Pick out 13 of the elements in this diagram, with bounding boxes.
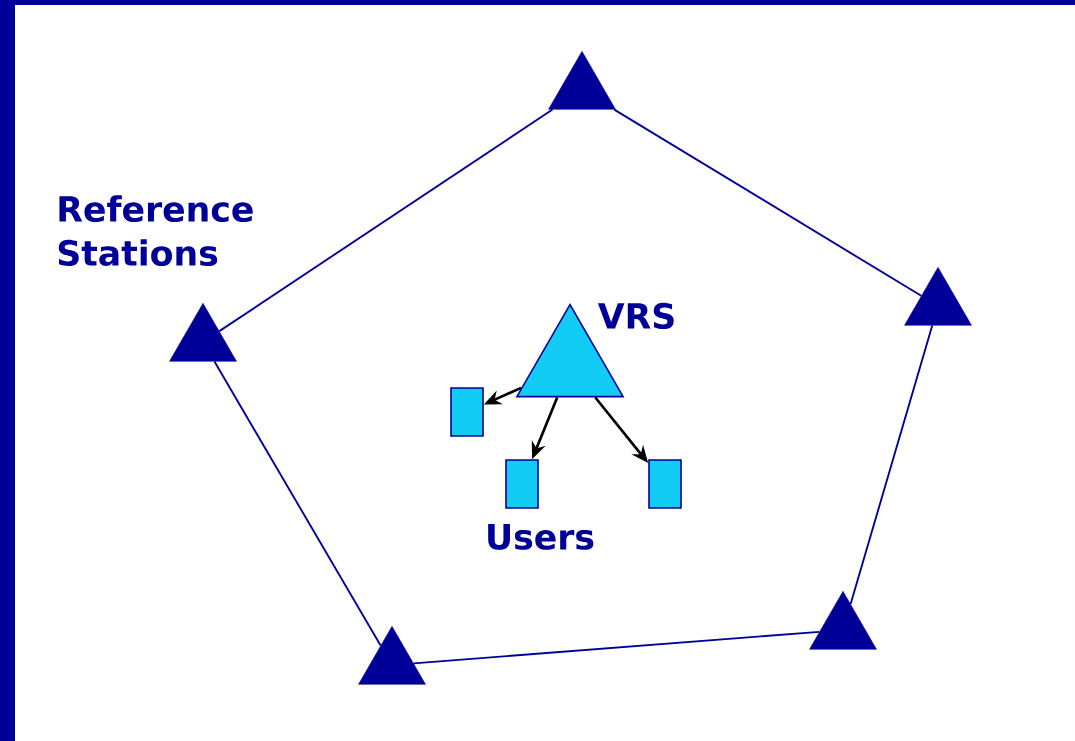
- station-triangle: [358, 626, 426, 685]
- station-triangle: [904, 267, 972, 326]
- label-text: Reference Stations: [58, 195, 253, 267]
- station-triangle: [809, 591, 877, 650]
- label-text: Users: [488, 524, 594, 550]
- connector-line: [412, 630, 821, 665]
- station-triangle: [169, 303, 237, 362]
- connector-line: [218, 108, 554, 333]
- connector-line: [613, 108, 923, 297]
- connector-line: [849, 324, 934, 605]
- connector-line: [213, 360, 382, 647]
- vrs-triangle: VRS: [515, 302, 674, 398]
- station-triangle: [548, 51, 616, 110]
